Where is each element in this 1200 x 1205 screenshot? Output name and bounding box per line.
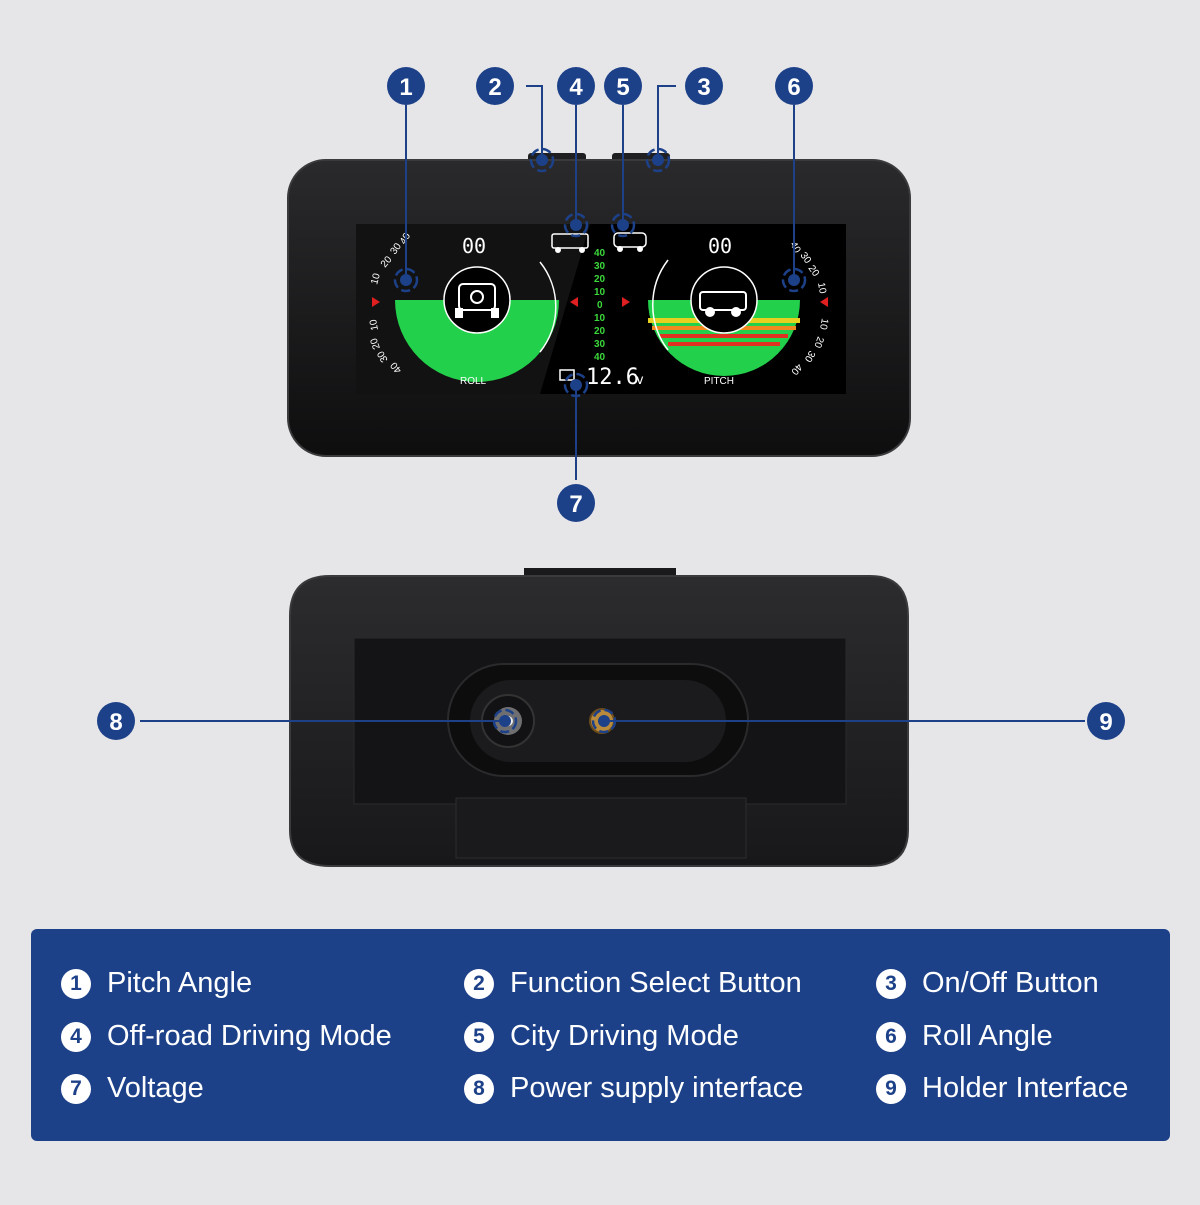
callout-badge-3: 3 (685, 67, 723, 105)
device-front: 00 ROLL 40 30 20 10 10 20 30 40 40 30 20 (287, 153, 911, 457)
roll-value: 00 (462, 234, 486, 258)
legend-item-function-select: 2 Function Select Button (464, 967, 802, 1000)
svg-text:2: 2 (488, 74, 501, 101)
svg-text:4: 4 (569, 74, 583, 101)
legend-label: Voltage (107, 1072, 204, 1104)
svg-text:30: 30 (375, 348, 390, 364)
svg-text:40: 40 (594, 248, 606, 259)
legend-item-offroad-mode: 4 Off-road Driving Mode (61, 1020, 392, 1053)
legend-number: 4 (61, 1021, 91, 1052)
center-scale: 40 30 20 10 0 10 20 30 40 (594, 248, 606, 363)
legend-label: Holder Interface (922, 1072, 1129, 1104)
svg-text:40: 40 (787, 240, 802, 256)
callout-badge-8: 8 (97, 702, 135, 740)
legend-number: 6 (876, 1021, 906, 1052)
svg-text:20: 20 (594, 274, 606, 285)
svg-text:40: 40 (594, 352, 606, 363)
roll-label: ROLL (460, 376, 487, 387)
callout-lines (140, 85, 1085, 722)
svg-text:30: 30 (802, 349, 817, 365)
legend-number: 2 (464, 968, 494, 999)
legend-item-roll-angle: 6 Roll Angle (876, 1020, 1053, 1053)
callout-badge-2: 2 (476, 67, 514, 105)
svg-text:10: 10 (594, 287, 606, 298)
callout-badge-1: 1 (387, 67, 425, 105)
voltage-unit: v (636, 373, 644, 388)
svg-text:10: 10 (594, 313, 606, 324)
svg-text:6: 6 (787, 74, 800, 101)
pitch-vehicle-icon (699, 291, 747, 317)
svg-text:10: 10 (369, 272, 383, 286)
legend-number: 1 (61, 968, 91, 999)
svg-text:1: 1 (399, 74, 412, 101)
svg-text:3: 3 (697, 74, 710, 101)
legend-label: Pitch Angle (107, 967, 253, 999)
svg-text:9: 9 (1099, 709, 1112, 736)
svg-text:20: 20 (369, 336, 383, 351)
legend-item-holder: 9 Holder Interface (876, 1072, 1128, 1105)
device-back (289, 568, 909, 867)
legend-label: Roll Angle (922, 1020, 1053, 1052)
legend-number: 9 (876, 1073, 906, 1104)
legend-panel: 1 Pitch Angle 2 Function Select Button 3… (31, 929, 1170, 1141)
legend-number: 8 (464, 1073, 494, 1104)
target-rings (393, 147, 807, 734)
legend-item-on-off: 3 On/Off Button (876, 967, 1099, 1000)
legend-label: On/Off Button (922, 967, 1099, 999)
svg-text:30: 30 (594, 261, 606, 272)
pitch-gauge: 00 PITCH (622, 234, 828, 387)
svg-text:8: 8 (109, 709, 122, 736)
legend-item-pitch-angle: 1 Pitch Angle (61, 967, 252, 1000)
callout-badge-4: 4 (557, 67, 595, 105)
target-dots (400, 154, 800, 727)
callout-badge-7: 7 (557, 484, 595, 522)
city-mode-icon (613, 232, 647, 252)
svg-text:10: 10 (815, 282, 828, 295)
legend-number: 5 (464, 1021, 494, 1052)
svg-text:20: 20 (811, 335, 825, 350)
svg-text:0: 0 (597, 300, 603, 311)
offroad-mode-icon (551, 233, 589, 253)
legend-number: 7 (61, 1073, 91, 1104)
callout-badge-5: 5 (604, 67, 642, 105)
svg-text:5: 5 (616, 74, 629, 101)
svg-text:20: 20 (594, 326, 606, 337)
roll-gauge-fill (395, 300, 559, 382)
callout-badge-9: 9 (1087, 702, 1125, 740)
pitch-value: 00 (708, 234, 732, 258)
svg-text:10: 10 (817, 317, 830, 330)
legend-label: City Driving Mode (510, 1020, 739, 1052)
svg-text:30: 30 (594, 339, 606, 350)
svg-text:7: 7 (569, 491, 582, 518)
legend-label: Function Select Button (510, 967, 802, 999)
pitch-label: PITCH (704, 376, 734, 387)
pitch-scale: 40 30 20 10 10 20 30 40 (787, 240, 829, 377)
voltage-readout: 12.6 v (559, 365, 644, 390)
legend-item-city-mode: 5 City Driving Mode (464, 1020, 739, 1053)
legend-number: 3 (876, 968, 906, 999)
voltage-value: 12.6 (586, 365, 639, 390)
svg-text:10: 10 (368, 318, 381, 331)
legend-item-voltage: 7 Voltage (61, 1072, 204, 1105)
legend-label: Off-road Driving Mode (107, 1020, 392, 1052)
roll-gauge: 00 ROLL (372, 234, 578, 387)
legend-item-power-supply: 8 Power supply interface (464, 1072, 803, 1105)
callout-badge-6: 6 (775, 67, 813, 105)
roll-vehicle-icon (455, 283, 499, 318)
legend-label: Power supply interface (510, 1072, 804, 1104)
